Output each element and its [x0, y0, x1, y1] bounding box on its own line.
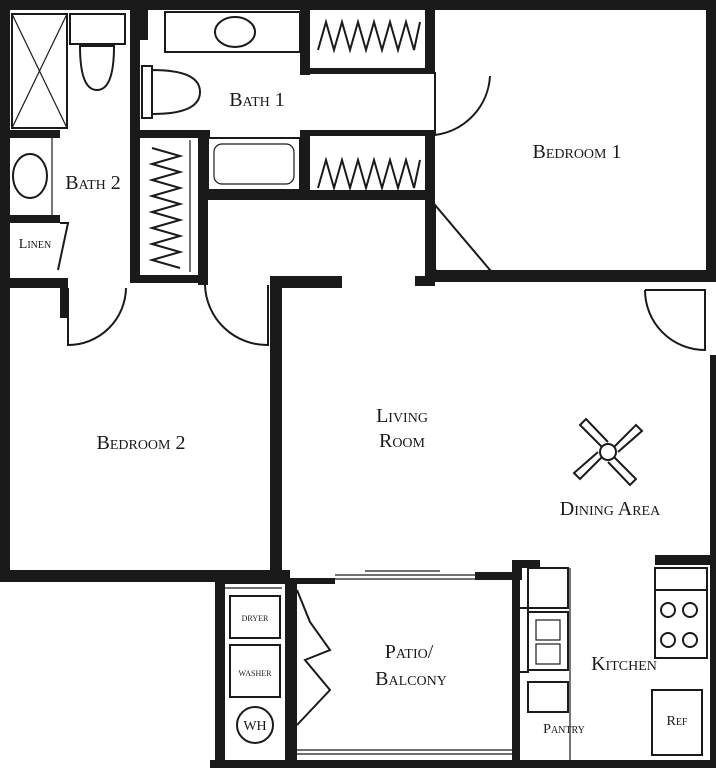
room-label-linen: Linen	[19, 237, 51, 252]
water-heater-label: WH	[243, 719, 266, 734]
wall-linen-bottom	[130, 275, 205, 283]
wall-bedroom1-closet-bottom	[198, 190, 433, 200]
wall-bath1-bottom-left	[130, 130, 210, 138]
wall-bedroom1-bottom	[425, 270, 716, 282]
wall-closet1-left	[300, 10, 310, 75]
wall-laundry-right	[285, 578, 297, 768]
bath1-door	[434, 72, 491, 137]
dryer-label: dryer	[242, 612, 269, 624]
room-label-dining: Dining Area	[560, 498, 661, 520]
closet-doors	[148, 18, 421, 272]
room-label-bedroom1: Bedroom 1	[532, 141, 621, 163]
room-label-living-line1: Living	[376, 405, 428, 427]
wall-kitchen-top-right	[655, 555, 716, 565]
wall-kitchen-top-left	[520, 560, 540, 568]
refrigerator-label: Ref	[666, 714, 687, 729]
burner	[682, 602, 698, 618]
room-label-living-line2: Room	[379, 430, 426, 452]
wall-linen-left	[130, 130, 140, 280]
wall-left	[0, 0, 10, 580]
wall-laundry-left	[215, 578, 225, 768]
bath1-fixtures	[141, 11, 301, 191]
wall-bath2-bottom	[0, 278, 68, 288]
toilet-tank-1	[141, 65, 153, 119]
wall-top	[0, 0, 716, 10]
washer-label: washer	[239, 667, 273, 679]
wall-closet1-right	[425, 10, 435, 72]
toilet-bowl-2	[78, 45, 116, 92]
bedroom1-door	[434, 202, 492, 278]
bedroom1-closet-door-lower	[317, 156, 421, 192]
wall-bath2-shower-bottom	[0, 130, 60, 138]
bedroom1-closet-door-upper	[317, 18, 421, 54]
patio-sliders	[297, 570, 512, 755]
wall-closet1-bottom	[300, 68, 435, 74]
vanity-1	[164, 11, 301, 53]
laundry-bifold-door	[296, 589, 332, 726]
dryer	[229, 595, 281, 639]
wall-bath2-stub	[60, 278, 68, 318]
toilet-bowl-1	[151, 68, 202, 116]
room-label-bath1: Bath 1	[229, 89, 285, 111]
refrigerator	[651, 689, 703, 756]
room-label-bath2: Bath 2	[65, 172, 121, 194]
wall-living-top-left	[270, 276, 342, 288]
wall-bedroom1-left-lower	[425, 200, 435, 282]
wall-bath2-vanity-bottom	[0, 215, 60, 223]
wall-tub-right	[300, 130, 310, 200]
wall-patio-top-right	[475, 572, 520, 580]
burner	[660, 632, 676, 648]
wall-bath-sep	[130, 0, 140, 130]
sink-2	[12, 153, 48, 199]
entry-door	[644, 289, 706, 352]
burner	[682, 632, 698, 648]
sink-1	[214, 16, 256, 48]
wall-bottom	[210, 760, 716, 768]
bedroom2-door	[204, 284, 269, 347]
wall-right-upper	[706, 0, 716, 280]
wall-bath1-right	[198, 130, 208, 285]
burner	[660, 602, 676, 618]
wall-kitchen-corner	[512, 560, 522, 580]
room-label-pantry: Pantry	[543, 722, 585, 737]
ceiling-fan-icon	[572, 417, 644, 487]
room-label-patio-line1: Patio/	[385, 641, 434, 663]
water-heater	[236, 706, 274, 744]
wall-patio-top-left	[215, 578, 335, 584]
appliances: dryer washer WH Ref	[229, 567, 708, 765]
kitchen-sink	[527, 611, 569, 671]
washer	[229, 644, 281, 698]
room-label-kitchen: Kitchen	[591, 653, 657, 675]
bath2-fixtures	[11, 13, 137, 271]
bathtub	[207, 137, 301, 191]
wall-bath1-nook	[140, 0, 148, 40]
linen-closet-door	[148, 147, 184, 269]
wall-bedroom2-right	[270, 276, 282, 580]
room-label-bedroom2: Bedroom 2	[96, 432, 185, 454]
laundry-doors	[225, 587, 332, 726]
bath2-door	[67, 287, 127, 347]
shower-stall	[11, 13, 68, 129]
wall-closet2-right	[425, 135, 435, 200]
room-labels: Bath 1 Bath 2 Linen Bedroom 1 Bedroom 2 …	[19, 89, 661, 737]
wall-closet2-top	[300, 130, 435, 136]
doors	[67, 72, 706, 352]
room-label-patio-line2: Balcony	[375, 668, 447, 690]
toilet-tank-2	[69, 13, 126, 45]
